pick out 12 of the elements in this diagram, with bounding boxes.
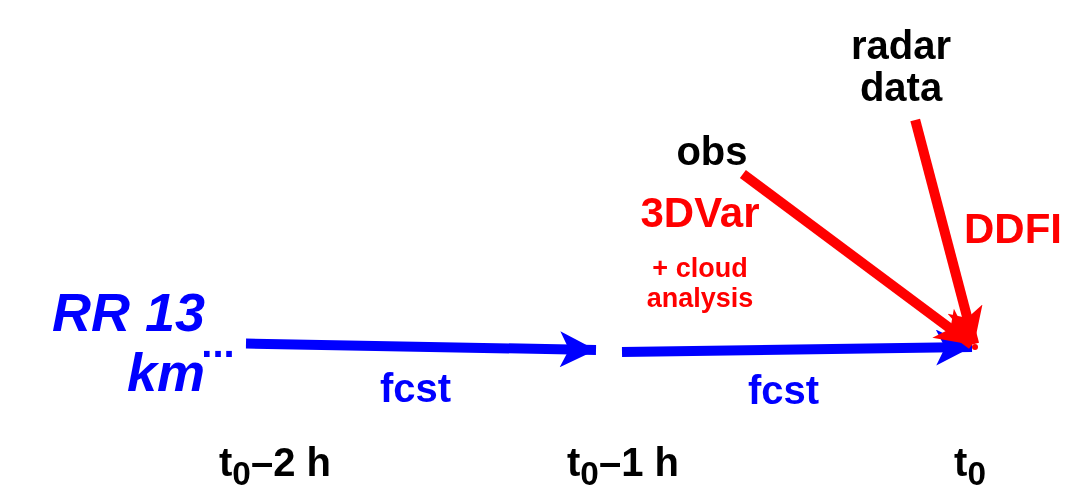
time-label: t$_{0}$: [953, 440, 987, 493]
convergence-point: [972, 344, 978, 350]
node-text: obs: [676, 130, 748, 172]
node-text: radar data: [849, 24, 953, 108]
method-label: 3DVar: [639, 190, 761, 237]
method-label: DDFI: [963, 206, 1063, 253]
arrow: [245, 331, 597, 368]
time-label: t$_{0}$–1 h: [566, 440, 680, 493]
arrow: [910, 118, 983, 346]
arrow: [621, 329, 973, 366]
method-note: + cloud analysis: [645, 254, 755, 314]
time-label: t$_{0}$–2 h: [218, 440, 332, 493]
